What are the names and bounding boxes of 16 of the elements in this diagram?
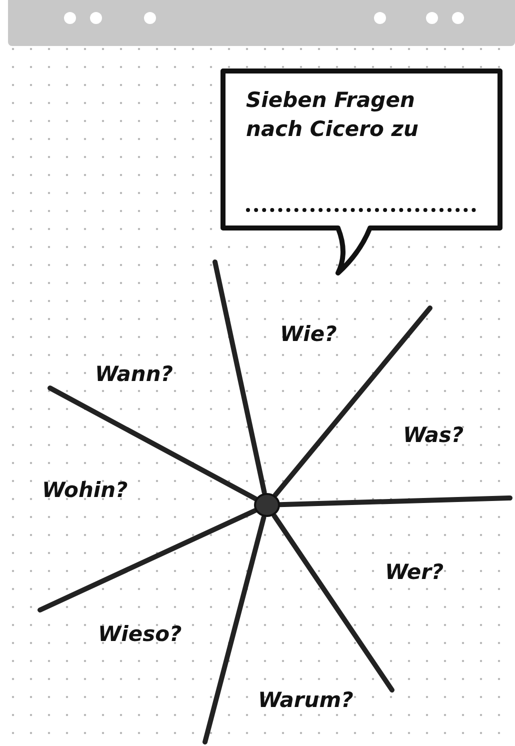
- spoke-line: [272, 306, 432, 498]
- question-word: Wann?: [95, 362, 173, 386]
- spoke-line: [202, 515, 266, 744]
- question-word: Wohin?: [42, 478, 128, 502]
- spoke-line: [38, 508, 258, 612]
- question-word: Wie?: [280, 322, 337, 346]
- question-word: Was?: [403, 423, 464, 447]
- spoke-line: [278, 496, 512, 508]
- question-word: Warum?: [258, 688, 354, 712]
- spoke-line: [212, 260, 267, 495]
- bubble-text: Sieben Fragen nach Cicero zu: [246, 87, 420, 143]
- spoke-line: [272, 513, 394, 692]
- center-dot: [254, 492, 280, 518]
- question-word: Wer?: [385, 560, 444, 584]
- question-word: Wieso?: [98, 622, 182, 646]
- spoke-line: [48, 386, 258, 502]
